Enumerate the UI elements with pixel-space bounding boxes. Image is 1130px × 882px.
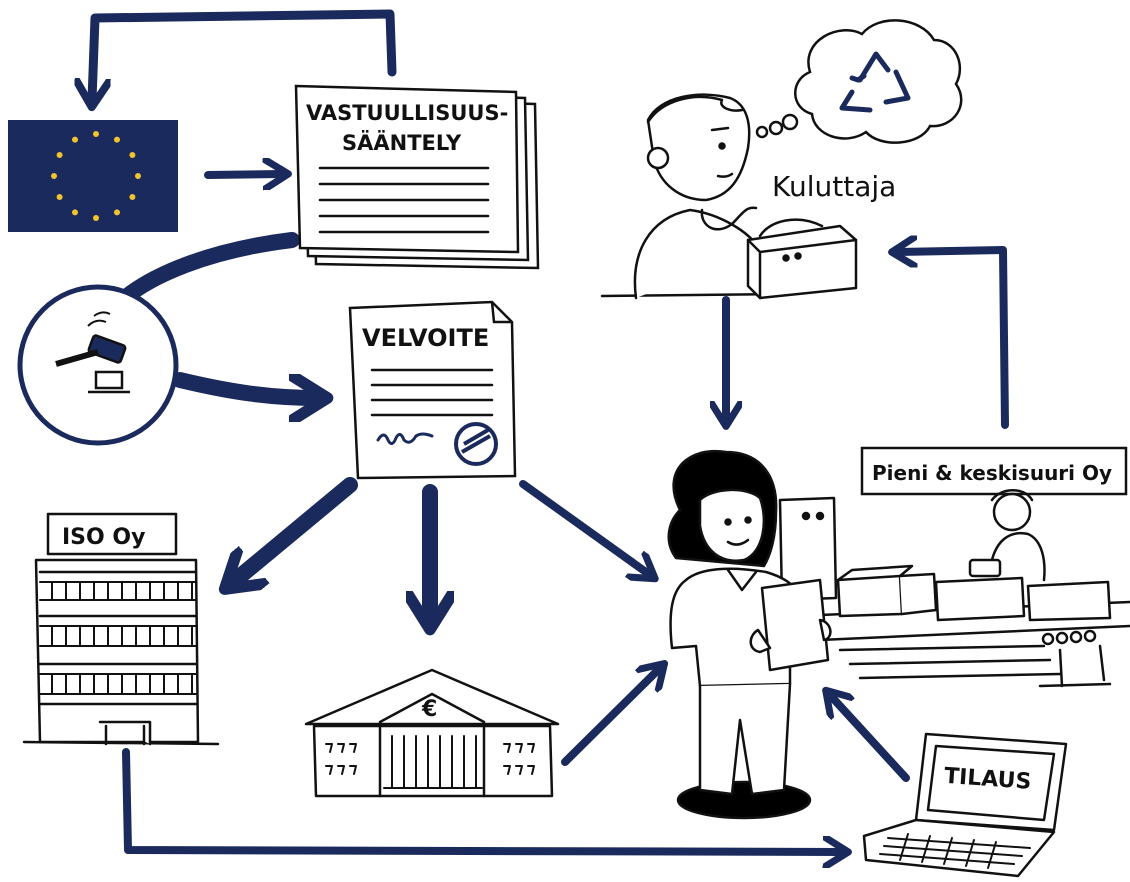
gavel-icon	[55, 311, 130, 394]
arrow-obligation-to-person	[519, 480, 650, 575]
consumer-label: Kuluttaja	[772, 170, 896, 203]
conveyor-line	[778, 489, 1130, 688]
eu-star	[129, 152, 136, 158]
company-label: Pieni & keskisuuri Oy	[872, 461, 1112, 485]
thought-cloud	[794, 19, 963, 144]
laptop-icon	[862, 732, 1068, 878]
arrow-eu-to-regulation	[204, 174, 282, 175]
regulation-document	[294, 84, 540, 270]
eu-star	[56, 194, 63, 200]
regulation-title-line2: SÄÄNTELY	[342, 130, 462, 155]
arrow-gavel-to-obligation	[172, 372, 318, 398]
bank-building	[304, 668, 560, 798]
iso-building	[22, 512, 220, 746]
eu-star	[72, 209, 78, 216]
eu-star	[129, 194, 136, 200]
stamp-icon	[454, 422, 498, 466]
arrow-obligation-to-iso	[232, 477, 358, 583]
eu-star	[135, 173, 141, 179]
eu-star	[72, 136, 78, 143]
arrow-bank-to-person	[561, 668, 660, 766]
regulation-title-line1: VASTUULLISUUS-	[306, 101, 508, 125]
curve-regulation-to-gavel	[112, 232, 300, 310]
entrepreneur-figure	[667, 449, 832, 820]
arrow-laptop-to-person	[830, 695, 910, 782]
eu-flag-icon	[8, 120, 178, 232]
gavel-badge	[17, 284, 179, 446]
eu-star	[114, 136, 120, 143]
eu-star	[93, 131, 99, 137]
arrow-company-to-consumer	[898, 250, 1009, 429]
consumer-figure	[600, 93, 858, 300]
recycle-icon	[839, 51, 911, 113]
eu-star	[51, 173, 57, 179]
bank-euro-symbol: €	[421, 697, 437, 722]
order-label: TILAUS	[943, 764, 1032, 795]
obligation-document	[348, 300, 517, 480]
company-sign	[860, 446, 1128, 496]
connector-arrows	[92, 9, 1009, 852]
eu-star	[114, 209, 120, 216]
arrow-iso-to-laptop	[122, 748, 842, 852]
eu-star	[93, 215, 99, 221]
eu-star	[56, 152, 63, 158]
arrow-regulation-to-eu	[92, 9, 397, 100]
roller-group	[1041, 629, 1097, 646]
obligation-title: VELVOITE	[362, 324, 489, 352]
iso-company-label: ISO Oy	[62, 525, 145, 550]
